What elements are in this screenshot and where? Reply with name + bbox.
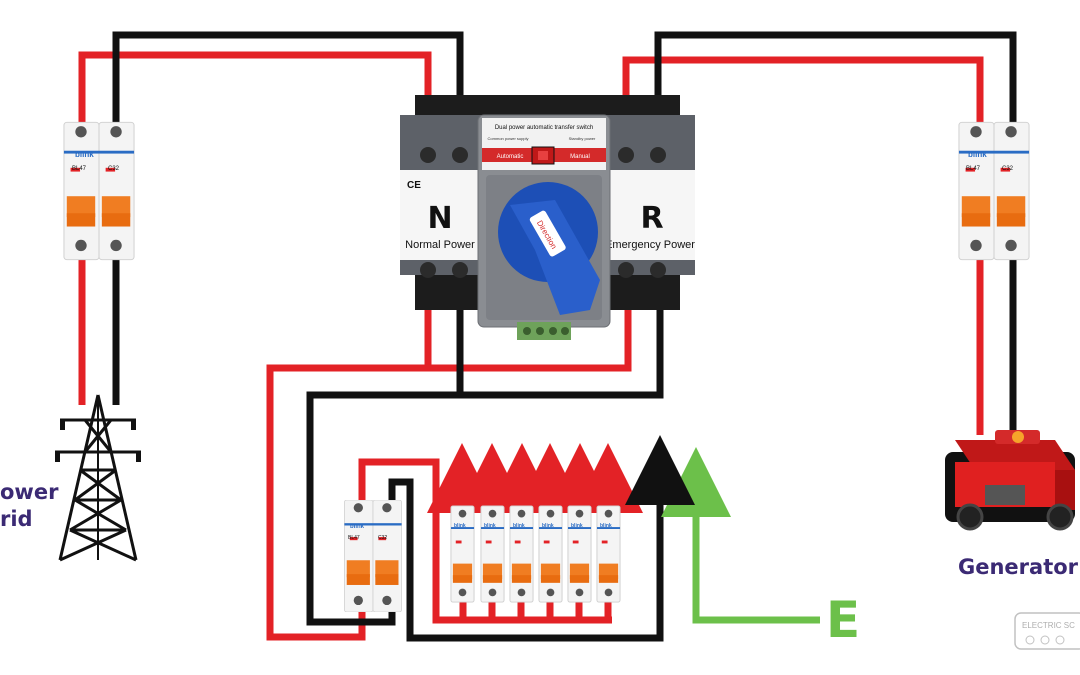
grid-breaker-rating: C32 (108, 166, 120, 172)
circuit-breaker-brand: blink (513, 523, 525, 529)
grid-breaker-brand: blink (75, 150, 94, 159)
circuit-breaker[interactable]: blink (480, 505, 505, 603)
generator-breaker-model: BL47 (966, 166, 981, 172)
earth-wire (661, 447, 820, 624)
circuit-breaker-brand: blink (542, 523, 554, 529)
ats-status-right: Standby power (569, 136, 596, 141)
output-neutral-wire (306, 275, 664, 626)
emergency-power-label: Emergency Power (605, 239, 695, 251)
ats-mode-auto: Automatic (497, 154, 524, 160)
transmission-tower-icon (55, 394, 141, 562)
transfer-switch: CE N Normal Power R Emergency Power Dual… (400, 95, 695, 340)
watermark-text: ELECTRIC SC (1022, 621, 1075, 630)
generator-breaker[interactable]: blink BL47 C32 (958, 121, 1030, 261)
power-grid-label-line2: rid (0, 507, 33, 531)
distribution-neutral-wire (388, 478, 664, 642)
circuit-breaker-brand: blink (600, 523, 612, 529)
circuit-breaker-brand: blink (571, 523, 583, 529)
main-breaker-brand: blink (350, 524, 365, 530)
ce-mark: CE (407, 180, 421, 191)
normal-power-letter: N (427, 201, 452, 236)
generator-icon (945, 430, 1075, 531)
watermark-logo: ELECTRIC SC (1014, 612, 1080, 650)
circuit-breaker[interactable]: blink (538, 505, 563, 603)
generator-breaker-brand: blink (968, 150, 987, 159)
transfer-knob[interactable]: Direction (498, 182, 600, 315)
generator-label: Generator (958, 555, 1079, 579)
power-grid-label-line1: ower (0, 480, 59, 504)
normal-power-label: Normal Power (405, 239, 475, 251)
circuit-breakers: blink blink blink blink blink blink (450, 505, 621, 603)
grid-breaker-model: BL47 (72, 166, 87, 172)
circuit-breaker[interactable]: blink (450, 505, 475, 603)
circuit-breaker-brand: blink (484, 523, 496, 529)
main-breaker-rating: C32 (378, 535, 387, 541)
circuit-outputs (427, 443, 643, 513)
grid-breaker[interactable]: blink BL47 C32 (63, 121, 135, 261)
circuit-breaker[interactable]: blink (596, 505, 621, 603)
emergency-power-letter: R (640, 201, 663, 236)
circuit-breaker[interactable]: blink (567, 505, 592, 603)
main-output-breaker[interactable]: blink BL47 C32 (344, 500, 402, 612)
ats-mode-manual: Manual (570, 154, 590, 160)
earth-label: E (826, 591, 860, 649)
ats-title: Dual power automatic transfer switch (495, 125, 593, 131)
circuit-breaker-brand: blink (454, 523, 466, 529)
ats-status-left: Common power supply (488, 136, 529, 141)
main-breaker-model: BL47 (348, 535, 360, 541)
circuit-breaker[interactable]: blink (509, 505, 534, 603)
generator-breaker-rating: C32 (1002, 166, 1014, 172)
